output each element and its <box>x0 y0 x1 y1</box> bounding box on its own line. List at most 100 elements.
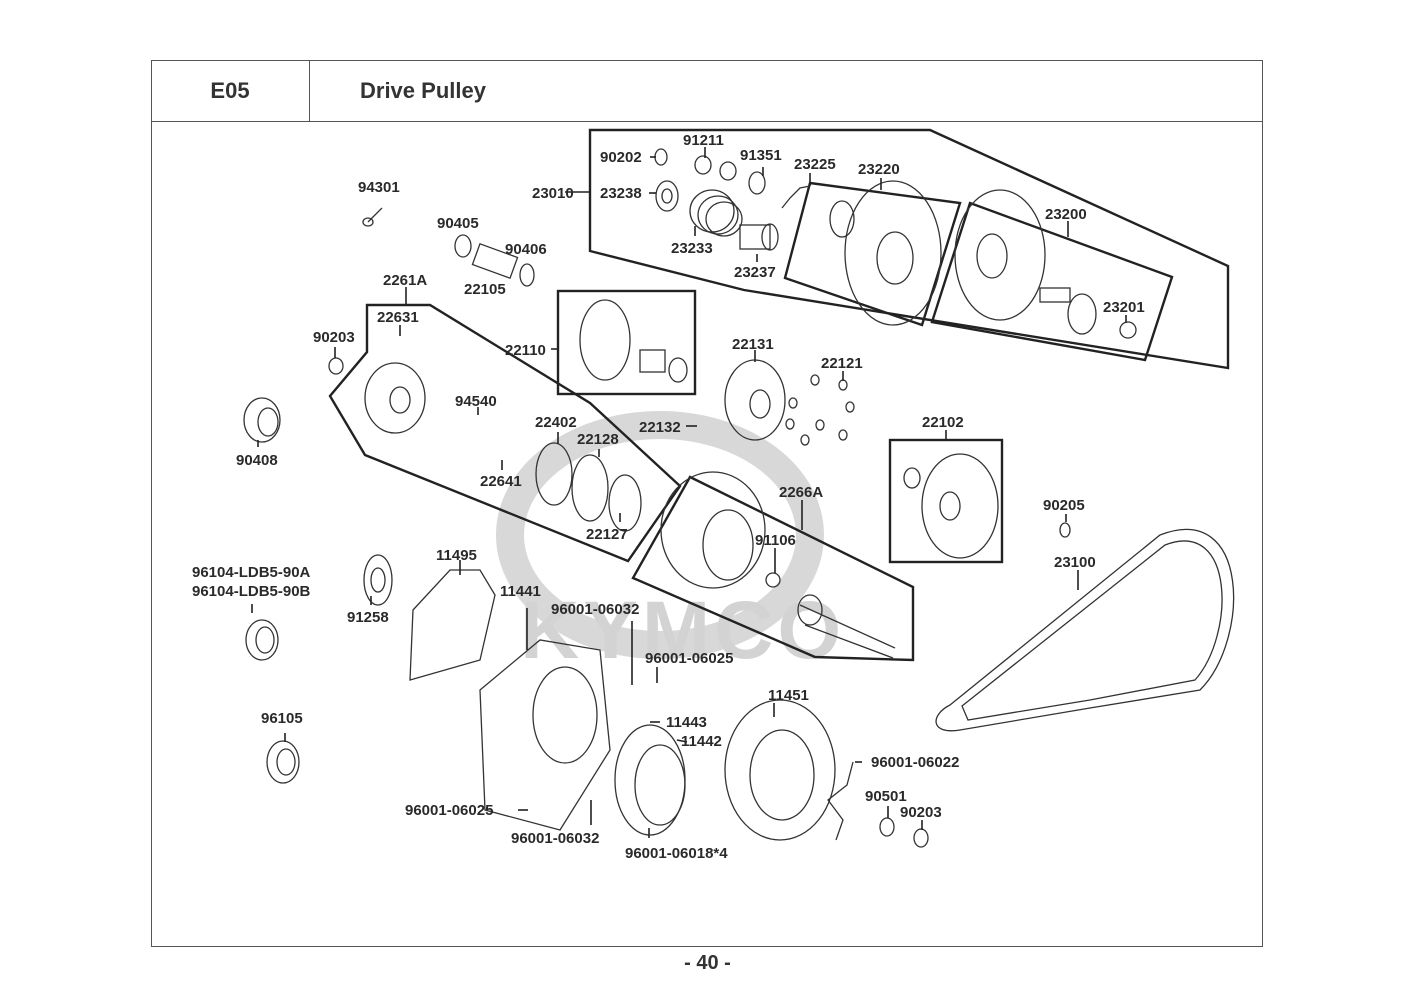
watermark-text: KYMCO <box>520 585 845 676</box>
group-box-2261A <box>328 303 682 563</box>
label-96001-06018x4[interactable]: 96001-06018*4 <box>625 845 728 862</box>
label-11451[interactable]: 11451 <box>768 687 809 704</box>
label-90405[interactable]: 90405 <box>437 215 479 232</box>
label-22641[interactable]: 22641 <box>480 473 522 490</box>
label-22127[interactable]: 22127 <box>586 526 628 543</box>
part-90405-ring <box>454 234 472 258</box>
label-22102[interactable]: 22102 <box>922 414 964 431</box>
label-22128[interactable]: 22128 <box>577 431 619 448</box>
label-2266A[interactable]: 2266A <box>779 484 823 501</box>
label-2261A[interactable]: 2261A <box>383 272 427 289</box>
part-22105-sleeve <box>471 242 519 280</box>
part-90203-nut <box>328 357 344 375</box>
label-22131[interactable]: 22131 <box>732 336 774 353</box>
group-box-2266A <box>631 475 915 662</box>
label-23233[interactable]: 23233 <box>671 240 713 257</box>
label-23200[interactable]: 23200 <box>1045 206 1087 223</box>
part-22131-ramp-plate <box>724 359 786 441</box>
part-91211-orings <box>694 155 737 181</box>
group-box-22102 <box>888 438 1004 564</box>
part-22121-rollers <box>785 374 855 446</box>
part-96104-oil-seal <box>245 619 279 661</box>
label-94540[interactable]: 94540 <box>455 393 497 410</box>
label-23100[interactable]: 23100 <box>1054 554 1096 571</box>
label-22121[interactable]: 22121 <box>821 355 863 372</box>
label-91106[interactable]: 91106 <box>755 532 796 549</box>
part-90406-ring <box>519 263 535 287</box>
label-23201[interactable]: 23201 <box>1103 299 1145 316</box>
label-91351[interactable]: 91351 <box>740 147 782 164</box>
header-divider <box>310 121 1263 122</box>
part-23100-belt <box>935 528 1235 732</box>
part-91258-seal <box>363 554 393 606</box>
label-91258[interactable]: 91258 <box>347 609 389 626</box>
label-94301[interactable]: 94301 <box>358 179 400 196</box>
label-23225[interactable]: 23225 <box>794 156 836 173</box>
part-90408-bearing <box>243 397 281 443</box>
part-23238-washer <box>655 180 679 212</box>
group-box-22110 <box>556 289 697 396</box>
label-11443[interactable]: 11443 <box>666 714 707 731</box>
part-22110-housing <box>579 299 688 383</box>
leader-lines <box>251 147 1127 838</box>
page-number: - 40 - <box>684 952 731 974</box>
label-96104-ldb5-90b[interactable]: 96104-LDB5-90B <box>192 583 311 600</box>
label-96001-06025-bottom[interactable]: 96001-06025 <box>405 802 493 819</box>
part-90203-flange-nut <box>913 828 929 848</box>
group-box-23200 <box>930 201 1174 362</box>
group-box-23010 <box>588 128 1230 370</box>
part-11441-cover <box>479 639 611 831</box>
label-90203-right[interactable]: 90203 <box>900 804 942 821</box>
label-23010[interactable]: 23010 <box>532 185 574 202</box>
part-2266A-drum <box>660 471 896 659</box>
label-22105[interactable]: 22105 <box>464 281 506 298</box>
page-title: Drive Pulley <box>360 78 486 103</box>
label-96001-06022[interactable]: 96001-06022 <box>871 754 959 771</box>
part-bolts-96001-06022 <box>827 761 854 841</box>
part-11495-gasket <box>409 569 496 681</box>
label-22132[interactable]: 22132 <box>639 419 681 436</box>
part-labels: 94301 90405 90406 22105 2261A 22631 9020… <box>192 132 1145 862</box>
label-96104-ldb5-90a[interactable]: 96104-LDB5-90A <box>192 564 311 581</box>
label-23237[interactable]: 23237 <box>734 264 776 281</box>
kymco-watermark: KYMCO <box>496 411 845 676</box>
label-96001-06025-top[interactable]: 96001-06025 <box>645 650 733 667</box>
part-22402-plate <box>535 442 573 506</box>
part-clutch-hub <box>364 362 426 434</box>
part-94301-pin <box>362 207 383 227</box>
label-11442[interactable]: 11442 <box>681 733 722 750</box>
part-11442-ring <box>614 724 686 836</box>
label-90205[interactable]: 90205 <box>1043 497 1085 514</box>
label-91211[interactable]: 91211 <box>683 132 724 149</box>
group-box-23220 <box>783 181 962 327</box>
part-23201-bushing <box>1119 321 1137 339</box>
label-22631[interactable]: 22631 <box>377 309 419 326</box>
part-91106-bearing <box>765 572 781 588</box>
label-96105[interactable]: 96105 <box>261 710 303 727</box>
part-23237-sleeve <box>739 223 779 251</box>
part-90205-nut <box>1059 522 1071 538</box>
label-90408[interactable]: 90408 <box>236 452 278 469</box>
part-22128-plate <box>571 454 609 522</box>
label-23220[interactable]: 23220 <box>858 161 900 178</box>
label-96001-06032-bottom[interactable]: 96001-06032 <box>511 830 599 847</box>
label-90203-left[interactable]: 90203 <box>313 329 355 346</box>
part-11451-cover <box>724 699 836 841</box>
label-96001-06032-top[interactable]: 96001-06032 <box>551 601 639 618</box>
section-code: E05 <box>151 60 310 122</box>
label-11441[interactable]: 11441 <box>500 583 541 600</box>
label-22402[interactable]: 22402 <box>535 414 577 431</box>
part-91351-ring <box>748 171 766 195</box>
part-96105-oil-seal <box>266 740 300 784</box>
label-23238[interactable]: 23238 <box>600 185 642 202</box>
part-22127-plate <box>608 474 642 532</box>
part-90501-washer <box>879 817 895 837</box>
label-22110[interactable]: 22110 <box>505 342 546 359</box>
label-11495[interactable]: 11495 <box>436 547 477 564</box>
label-90202[interactable]: 90202 <box>600 149 642 166</box>
label-90406[interactable]: 90406 <box>505 241 547 258</box>
label-90501[interactable]: 90501 <box>865 788 907 805</box>
part-23220-sheave <box>829 180 942 326</box>
part-23200-sheave <box>954 189 1097 335</box>
